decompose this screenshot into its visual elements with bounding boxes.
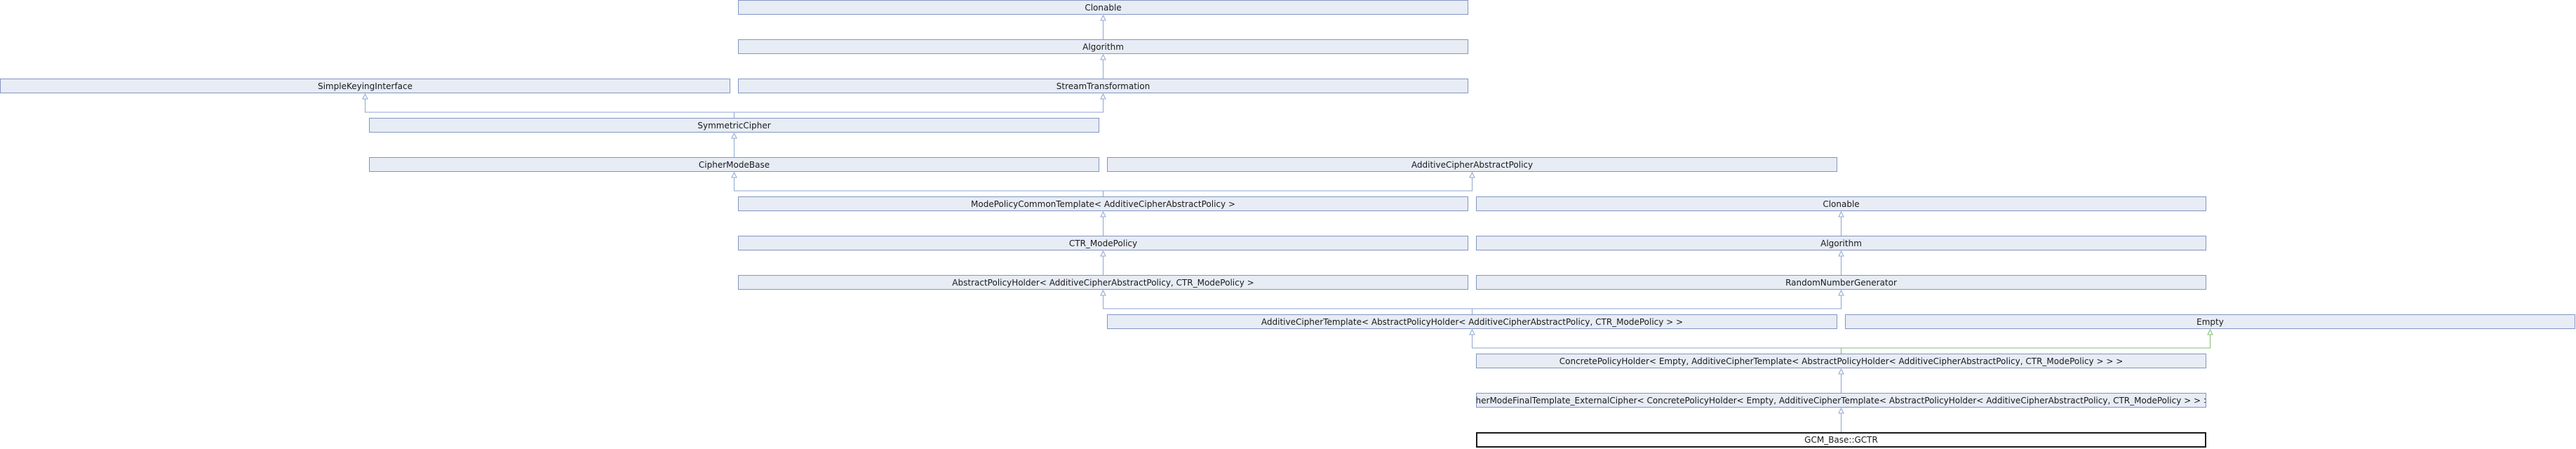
inheritance-edge bbox=[1841, 334, 2211, 354]
inheritance-arrowhead bbox=[1100, 289, 1106, 296]
node-symmetric-cipher[interactable]: SymmetricCipher bbox=[369, 118, 1099, 133]
node-label: CipherModeFinalTemplate_ExternalCipher< … bbox=[1476, 395, 2206, 406]
node-label: AdditiveCipherTemplate< AbstractPolicyHo… bbox=[1261, 316, 1684, 327]
node-mode-policy-common-template[interactable]: ModePolicyCommonTemplate< AdditiveCipher… bbox=[738, 196, 1468, 211]
node-label: ConcretePolicyHolder< Empty, AdditiveCip… bbox=[1559, 356, 2124, 366]
node-algorithm[interactable]: Algorithm bbox=[738, 39, 1468, 54]
inheritance-arrowhead bbox=[1838, 407, 1844, 414]
node-label: AbstractPolicyHolder< AdditiveCipherAbst… bbox=[952, 277, 1254, 288]
node-cipher-mode-base[interactable]: CipherModeBase bbox=[369, 157, 1099, 172]
node-clonable[interactable]: Clonable bbox=[738, 0, 1468, 15]
node-concrete-policy-holder[interactable]: ConcretePolicyHolder< Empty, AdditiveCip… bbox=[1476, 354, 2206, 368]
inheritance-arrowhead bbox=[2207, 328, 2213, 335]
node-label: Clonable bbox=[1823, 199, 1860, 209]
inheritance-edge bbox=[734, 177, 1103, 196]
node-gcm-base-gctr: GCM_Base::GCTR bbox=[1476, 432, 2206, 448]
inheritance-arrowhead bbox=[1100, 210, 1106, 217]
node-label: Clonable bbox=[1085, 2, 1122, 13]
node-clonable-right[interactable]: Clonable bbox=[1476, 196, 2206, 211]
node-random-number-generator[interactable]: RandomNumberGenerator bbox=[1476, 275, 2206, 290]
inheritance-arrowhead bbox=[1100, 53, 1106, 60]
node-additive-cipher-template[interactable]: AdditiveCipherTemplate< AbstractPolicyHo… bbox=[1107, 314, 1837, 329]
inheritance-arrowhead bbox=[731, 132, 737, 139]
node-additive-cipher-abstract-policy[interactable]: AdditiveCipherAbstractPolicy bbox=[1107, 157, 1837, 172]
node-simple-keying-interface[interactable]: SimpleKeyingInterface bbox=[0, 79, 730, 93]
node-label: Algorithm bbox=[1820, 238, 1862, 248]
node-label: Empty bbox=[2196, 316, 2224, 327]
node-label: AdditiveCipherAbstractPolicy bbox=[1411, 159, 1534, 170]
inheritance-arrowhead bbox=[1100, 14, 1106, 21]
node-empty[interactable]: Empty bbox=[1845, 314, 2575, 329]
inheritance-edge bbox=[1472, 334, 1842, 354]
node-abstract-policy-holder[interactable]: AbstractPolicyHolder< AdditiveCipherAbst… bbox=[738, 275, 1468, 290]
inheritance-arrowhead bbox=[1838, 289, 1844, 296]
inheritance-edge bbox=[1472, 295, 1842, 314]
inheritance-edge bbox=[365, 98, 734, 118]
inheritance-edge bbox=[1103, 295, 1473, 314]
node-stream-transformation[interactable]: StreamTransformation bbox=[738, 79, 1468, 93]
inheritance-arrowhead bbox=[1838, 210, 1844, 217]
node-label: ModePolicyCommonTemplate< AdditiveCipher… bbox=[971, 199, 1235, 209]
node-label: CipherModeBase bbox=[698, 159, 770, 170]
inheritance-arrowhead bbox=[1469, 171, 1475, 178]
inheritance-arrowhead bbox=[731, 171, 737, 178]
inheritance-arrowhead bbox=[1838, 250, 1844, 257]
inheritance-arrowhead bbox=[1100, 250, 1106, 257]
node-label: Algorithm bbox=[1082, 41, 1124, 52]
node-label: SimpleKeyingInterface bbox=[317, 81, 412, 91]
inheritance-arrowhead bbox=[1469, 328, 1475, 335]
inheritance-arrowhead bbox=[1100, 93, 1106, 100]
inheritance-arrowhead bbox=[362, 93, 368, 100]
inheritance-edge bbox=[1103, 177, 1473, 196]
node-label: StreamTransformation bbox=[1056, 81, 1151, 91]
inheritance-arrowhead bbox=[1838, 368, 1844, 375]
node-algorithm-right[interactable]: Algorithm bbox=[1476, 236, 2206, 250]
node-label: GCM_Base::GCTR bbox=[1804, 435, 1878, 445]
node-label: CTR_ModePolicy bbox=[1068, 238, 1138, 248]
node-cipher-mode-final-template[interactable]: CipherModeFinalTemplate_ExternalCipher< … bbox=[1476, 393, 2206, 408]
node-label: RandomNumberGenerator bbox=[1785, 277, 1897, 288]
node-label: SymmetricCipher bbox=[697, 120, 771, 130]
inheritance-edge bbox=[734, 98, 1103, 118]
node-ctr-mode-policy[interactable]: CTR_ModePolicy bbox=[738, 236, 1468, 250]
